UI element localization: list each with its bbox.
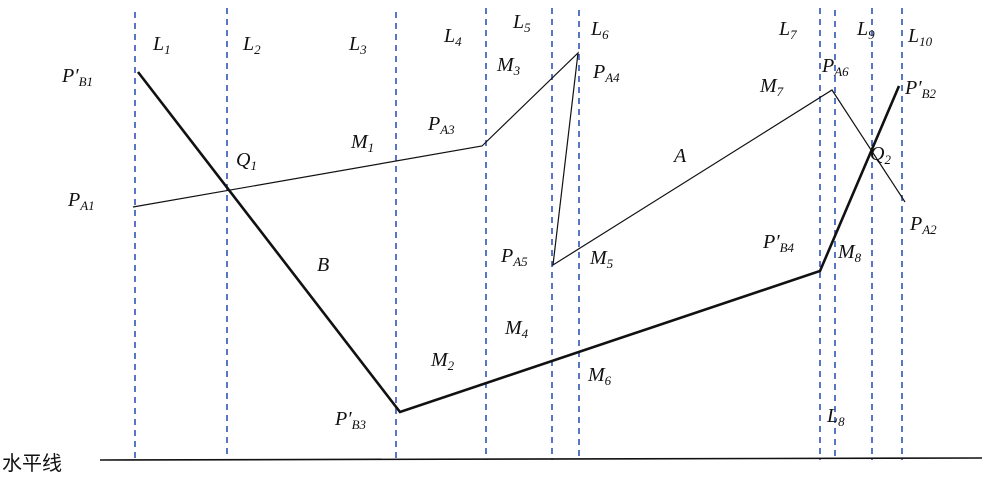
label-M6: M6 — [587, 364, 612, 388]
label-PB3: P′B3 — [334, 408, 367, 432]
label-L6: L6 — [590, 18, 609, 42]
label-M5: M5 — [589, 247, 614, 271]
label-PA2: PA2 — [909, 213, 937, 237]
label-curve-A: A — [672, 145, 687, 167]
label-L1: L1 — [152, 33, 171, 57]
vertical-line-labels: L1 L2 L3 L4 L5 L6 L7 L8 L9 L10 — [152, 11, 933, 429]
label-PA1: PA1 — [67, 189, 95, 213]
label-M1: M1 — [350, 131, 374, 155]
label-PA3: PA3 — [427, 113, 455, 137]
ground-label: 水平线 — [2, 451, 62, 475]
label-L7: L7 — [778, 18, 797, 42]
label-Q2: Q2 — [870, 143, 891, 167]
label-PA5: PA5 — [500, 245, 528, 269]
label-Q1: Q1 — [236, 149, 257, 173]
label-L3: L3 — [348, 33, 367, 57]
label-L10: L10 — [907, 25, 933, 49]
label-PA6: PA6 — [821, 55, 849, 79]
ground-line — [99, 457, 983, 461]
label-PA4: PA4 — [592, 61, 620, 85]
label-L2: L2 — [242, 33, 261, 57]
label-M3: M3 — [496, 54, 521, 78]
label-PB4: P′B4 — [762, 231, 795, 255]
label-M4: M4 — [504, 317, 529, 341]
curve-B — [136, 71, 901, 414]
label-PB2: P′B2 — [904, 77, 937, 101]
label-M7: M7 — [759, 75, 784, 99]
label-M8: M8 — [837, 241, 862, 265]
label-curve-B: B — [317, 254, 329, 276]
label-PB1: P′B1 — [61, 65, 93, 89]
label-L9: L9 — [856, 18, 875, 42]
label-L5: L5 — [512, 11, 531, 35]
label-L4: L4 — [443, 25, 462, 49]
point-labels: P′B1 PA1 Q1 M1 PA3 M3 PA4 PA5 M5 M7 PA6 … — [61, 54, 937, 432]
label-L8: L8 — [826, 405, 845, 429]
curve-A — [132, 51, 906, 267]
label-M2: M2 — [430, 349, 455, 373]
